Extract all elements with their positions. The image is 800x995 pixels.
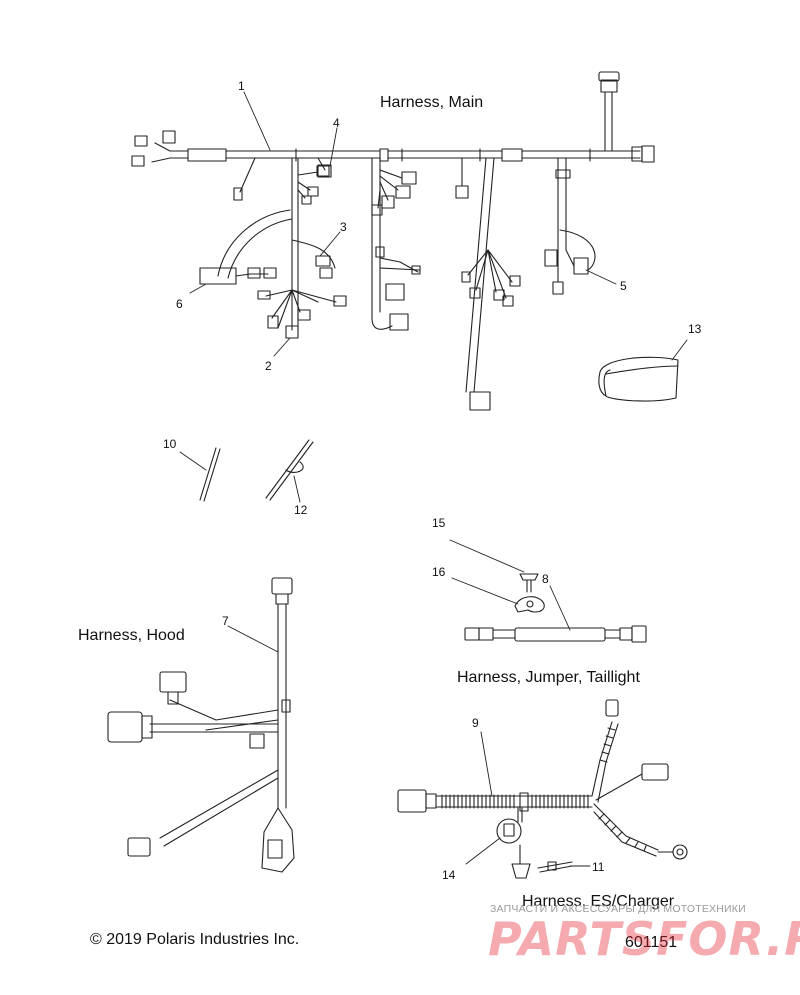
callout-8: 8 xyxy=(542,572,549,586)
callout-10: 10 xyxy=(163,437,177,451)
copyright-text: © 2019 Polaris Industries Inc. xyxy=(90,931,300,948)
section-title-hood: Harness, Hood xyxy=(78,627,185,644)
section-title-charger: Harness, ES/Charger xyxy=(522,893,675,910)
callout-16: 16 xyxy=(432,565,446,579)
main-harness-drawing xyxy=(131,71,655,411)
callout-14: 14 xyxy=(442,868,456,882)
callout-11: 11 xyxy=(592,860,605,874)
cover-part-13 xyxy=(598,356,679,402)
ties-10-12 xyxy=(199,439,314,502)
callout-2: 2 xyxy=(265,359,272,373)
leader-lines xyxy=(179,91,688,867)
callout-4: 4 xyxy=(333,116,340,130)
callout-12: 12 xyxy=(294,503,308,517)
charger-harness-drawing xyxy=(397,699,688,879)
callout-15: 15 xyxy=(432,516,446,530)
callout-7: 7 xyxy=(222,614,229,628)
section-title-jumper: Harness, Jumper, Taillight xyxy=(457,669,640,686)
watermark-caption: ЗАПЧАСТИ И АКСЕССУАРЫ ДЛЯ МОТОТЕХНИКИ xyxy=(490,903,746,915)
callout-3: 3 xyxy=(340,220,347,234)
section-title-main: Harness, Main xyxy=(380,94,484,111)
callout-6: 6 xyxy=(176,297,183,311)
callout-9: 9 xyxy=(472,716,479,730)
watermark-logo: PARTSFOR.RU xyxy=(488,912,800,966)
jumper-harness-drawing xyxy=(464,573,647,643)
callout-5: 5 xyxy=(620,279,627,293)
drawing-number: 601151 xyxy=(625,934,678,951)
callout-1: 1 xyxy=(238,79,245,93)
callout-13: 13 xyxy=(688,322,702,336)
hood-harness-drawing xyxy=(107,577,295,873)
